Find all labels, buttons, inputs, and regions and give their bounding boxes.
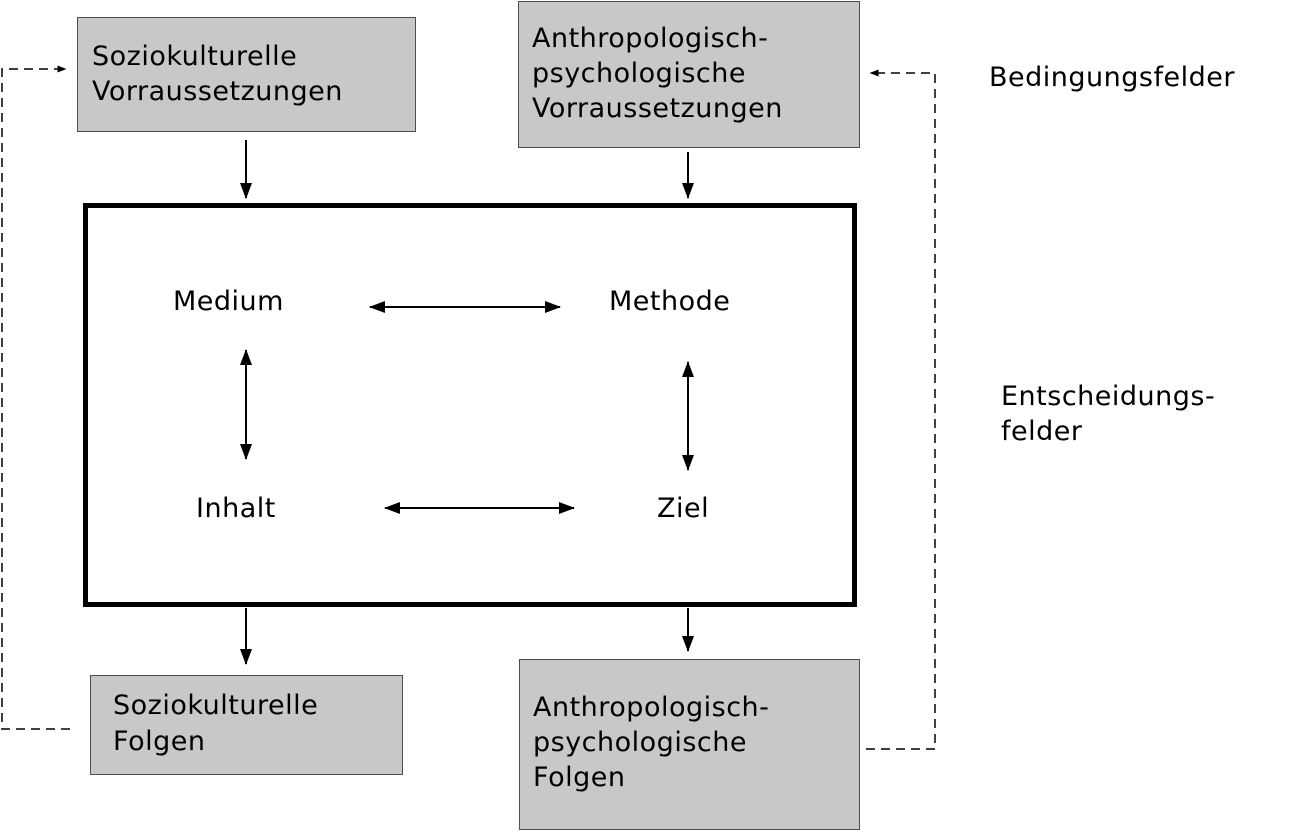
- anthro-consequences-box: Anthropologisch- psychologische Folgen: [519, 659, 860, 830]
- anthro-consequences-line-2: psychologische: [533, 727, 747, 758]
- anthro-preconditions-line-1: Anthropologisch-: [532, 23, 769, 54]
- socio-consequences-line-2: Folgen: [113, 726, 206, 757]
- feedback-loop-right: [866, 69, 936, 750]
- label-entscheidungsfelder-line-1: Entscheidungs-: [1001, 381, 1216, 412]
- socio-preconditions-line-1: Soziokulturelle: [92, 41, 298, 72]
- label-bedingungsfelder: Bedingungsfelder: [989, 62, 1235, 93]
- field-inhalt: Inhalt: [196, 493, 276, 524]
- anthro-consequences-line-1: Anthropologisch-: [533, 692, 770, 723]
- field-methode: Methode: [609, 286, 731, 317]
- label-entscheidungsfelder-line-2: felder: [1001, 416, 1083, 447]
- anthro-preconditions-box: Anthropologisch- psychologische Vorrauss…: [518, 1, 860, 148]
- socio-consequences-line-1: Soziokulturelle: [113, 690, 319, 721]
- decision-fields-frame: [83, 203, 857, 607]
- anthro-consequences-line-3: Folgen: [533, 762, 626, 793]
- anthro-preconditions-line-2: psychologische: [532, 58, 746, 89]
- socio-preconditions-box: Soziokulturelle Vorraussetzungen: [77, 17, 416, 132]
- socio-consequences-box: Soziokulturelle Folgen: [90, 675, 403, 775]
- field-medium: Medium: [173, 286, 284, 317]
- field-ziel: Ziel: [657, 493, 710, 524]
- socio-preconditions-line-2: Vorraussetzungen: [92, 76, 343, 107]
- anthro-preconditions-line-3: Vorraussetzungen: [532, 93, 783, 124]
- feedback-loop-left: [1, 65, 70, 730]
